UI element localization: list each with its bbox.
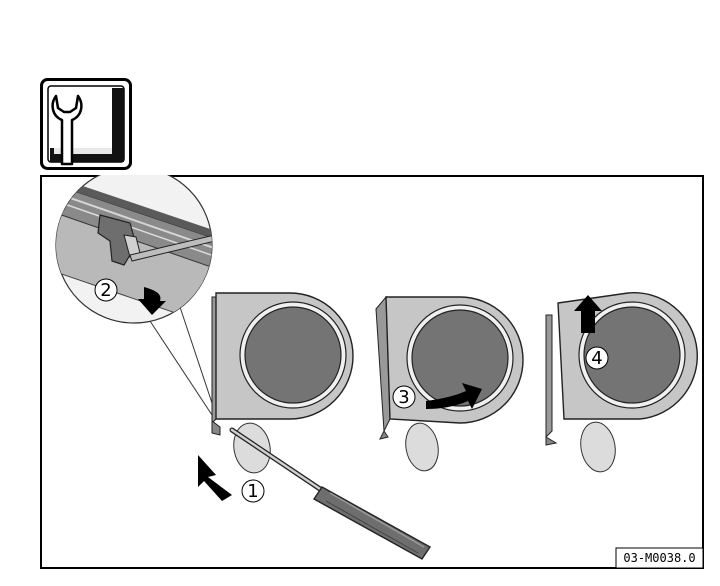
- svg-text:2: 2: [100, 280, 111, 301]
- removal-diagram: 1 2 3 4 03-M0038.0: [40, 175, 704, 569]
- lamp-assembly-step-1: [211, 292, 354, 474]
- swing-arrow-3: [426, 383, 482, 409]
- screwdriver-tool: [229, 427, 432, 560]
- lift-arrow-4: [574, 295, 602, 333]
- down-arrow-2: [138, 287, 166, 315]
- push-arrow-1: [198, 455, 232, 501]
- step-3-badge: 3: [392, 385, 416, 409]
- lamp-assembly-step-2: [375, 295, 524, 472]
- step-2-badge: 2: [94, 278, 118, 302]
- figure-reference-code: 03-M0038.0: [615, 547, 704, 569]
- step-4-badge: 4: [585, 346, 609, 370]
- detail-zoom-circle: [55, 175, 213, 324]
- wrench-icon: [40, 78, 132, 170]
- callout-leader-line: [179, 306, 217, 416]
- step-1-badge: 1: [241, 479, 265, 503]
- svg-text:4: 4: [591, 348, 602, 369]
- svg-text:03-M0038.0: 03-M0038.0: [623, 551, 695, 565]
- svg-text:3: 3: [398, 387, 409, 408]
- svg-text:1: 1: [247, 481, 258, 502]
- callout-leader-line: [149, 320, 213, 416]
